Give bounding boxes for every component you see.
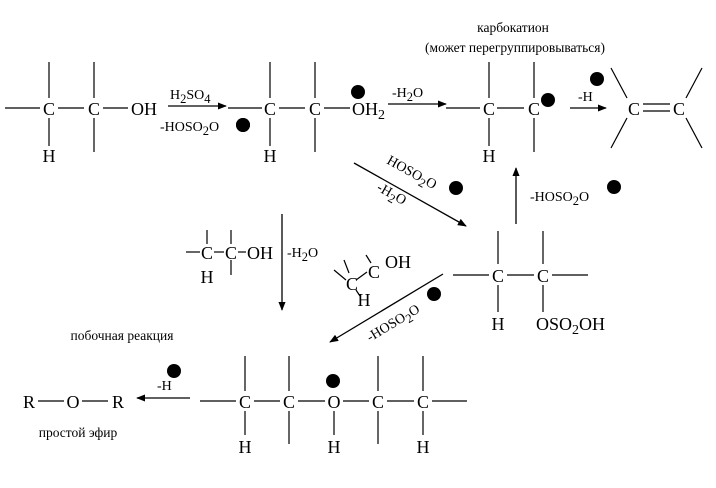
atom-carbon: C <box>88 99 100 119</box>
atom-carbon: C <box>368 262 380 282</box>
atom-carbon: C <box>309 99 321 119</box>
positive-charge-icon <box>326 374 340 388</box>
atom-oxygen-oxonium: O <box>328 392 341 412</box>
atom-hydrogen: H <box>239 437 252 457</box>
alcohol-small-middle: C C OH H <box>333 252 411 310</box>
atom-carbon: C <box>628 99 640 119</box>
atom-carbon: C <box>483 99 495 119</box>
reagent-minus-hoso2o: -HOSO2O <box>530 190 589 208</box>
reagent-minus-hoso2o: -HOSO2O <box>160 120 219 138</box>
oxonium-molecule: C C OH2 H <box>228 62 385 166</box>
reagent-arrow-deprotonation: -H <box>136 379 190 402</box>
atom-oso2oh: OSO2OH <box>536 314 605 338</box>
atom-carbon-cation: C <box>528 99 540 119</box>
alcohol-molecule: C C OH H <box>5 62 157 166</box>
atom-carbon: C <box>264 99 276 119</box>
atom-hydroxyl: OH <box>247 243 273 263</box>
atom-hydrogen: H <box>43 146 56 166</box>
ether-label: простой эфир <box>39 425 118 440</box>
alkene-molecule: C C <box>610 67 703 149</box>
positive-charge-icon <box>351 85 365 99</box>
positive-charge-icon <box>541 93 555 107</box>
atom-hydroxyl: OH <box>131 99 157 119</box>
atom-carbon: C <box>346 274 358 294</box>
carbocation-molecule: C C H <box>446 62 540 166</box>
atom-carbon: C <box>537 266 549 286</box>
reagent-arrow-minus-proton: -H <box>570 90 607 112</box>
reagent-arrow-dehydration-down: -H2O <box>278 214 318 311</box>
reagent-arrow-h2so4: H2SO4 -HOSO2O <box>160 88 250 138</box>
reagent-arrow-elimination: -HOSO2O <box>512 167 589 224</box>
atom-hydroxyl: OH <box>385 252 411 272</box>
reagent-minus-h2o: -H2O <box>373 180 409 211</box>
atom-r-group: R <box>112 392 124 412</box>
reagent-h2so4: H2SO4 <box>170 88 211 106</box>
ether-molecule: R O R <box>23 392 124 412</box>
atom-hydrogen: H <box>417 437 430 457</box>
atom-hydrogen: H <box>201 267 214 287</box>
reagent-minus-h2o: -H2O <box>392 86 423 104</box>
atom-hydrogen: H <box>328 437 341 457</box>
atom-hydrogen: H <box>358 290 371 310</box>
reagent-arrow-minus-water: -H2O <box>388 86 447 108</box>
negative-charge-icon <box>607 180 621 194</box>
positive-charge-icon <box>590 72 604 86</box>
rearrangement-note: (может перегруппировываться) <box>425 40 605 55</box>
alcohol-small-left: C C OH H <box>186 230 273 287</box>
reagent-minus-h: -H <box>157 379 172 394</box>
atom-hydrogen: H <box>492 314 505 334</box>
positive-charge-icon <box>167 364 181 378</box>
atom-carbon: C <box>283 392 295 412</box>
protonated-ether-molecule: C C O C C H H H <box>200 356 467 457</box>
atom-carbon: C <box>201 243 213 263</box>
reagent-arrow-sulfation: HOSO2O -H2O <box>353 153 467 227</box>
reagent-minus-h: -H <box>578 90 593 105</box>
atom-hydrogen: H <box>483 146 496 166</box>
atom-carbon: C <box>43 99 55 119</box>
atom-hydrogen: H <box>264 146 277 166</box>
reagent-minus-h2o: -H2O <box>287 246 318 264</box>
negative-charge-icon <box>449 181 463 195</box>
side-reaction-label: побочная реакция <box>71 328 174 343</box>
carbocation-label: карбокатион <box>477 20 549 35</box>
atom-carbon: C <box>492 266 504 286</box>
atom-carbon: C <box>673 99 685 119</box>
atom-carbon: C <box>372 392 384 412</box>
atom-oxygen: O <box>67 392 80 412</box>
reagent-minus-hoso2o: -HOSO2O <box>364 302 424 348</box>
atom-carbon: C <box>239 392 251 412</box>
alkyl-sulfate-molecule: C C H OSO2OH <box>453 231 605 338</box>
negative-charge-icon <box>427 287 441 301</box>
atom-oh2: OH2 <box>352 99 385 123</box>
atom-r-group: R <box>23 392 35 412</box>
atom-carbon: C <box>225 243 237 263</box>
atom-carbon: C <box>417 392 429 412</box>
